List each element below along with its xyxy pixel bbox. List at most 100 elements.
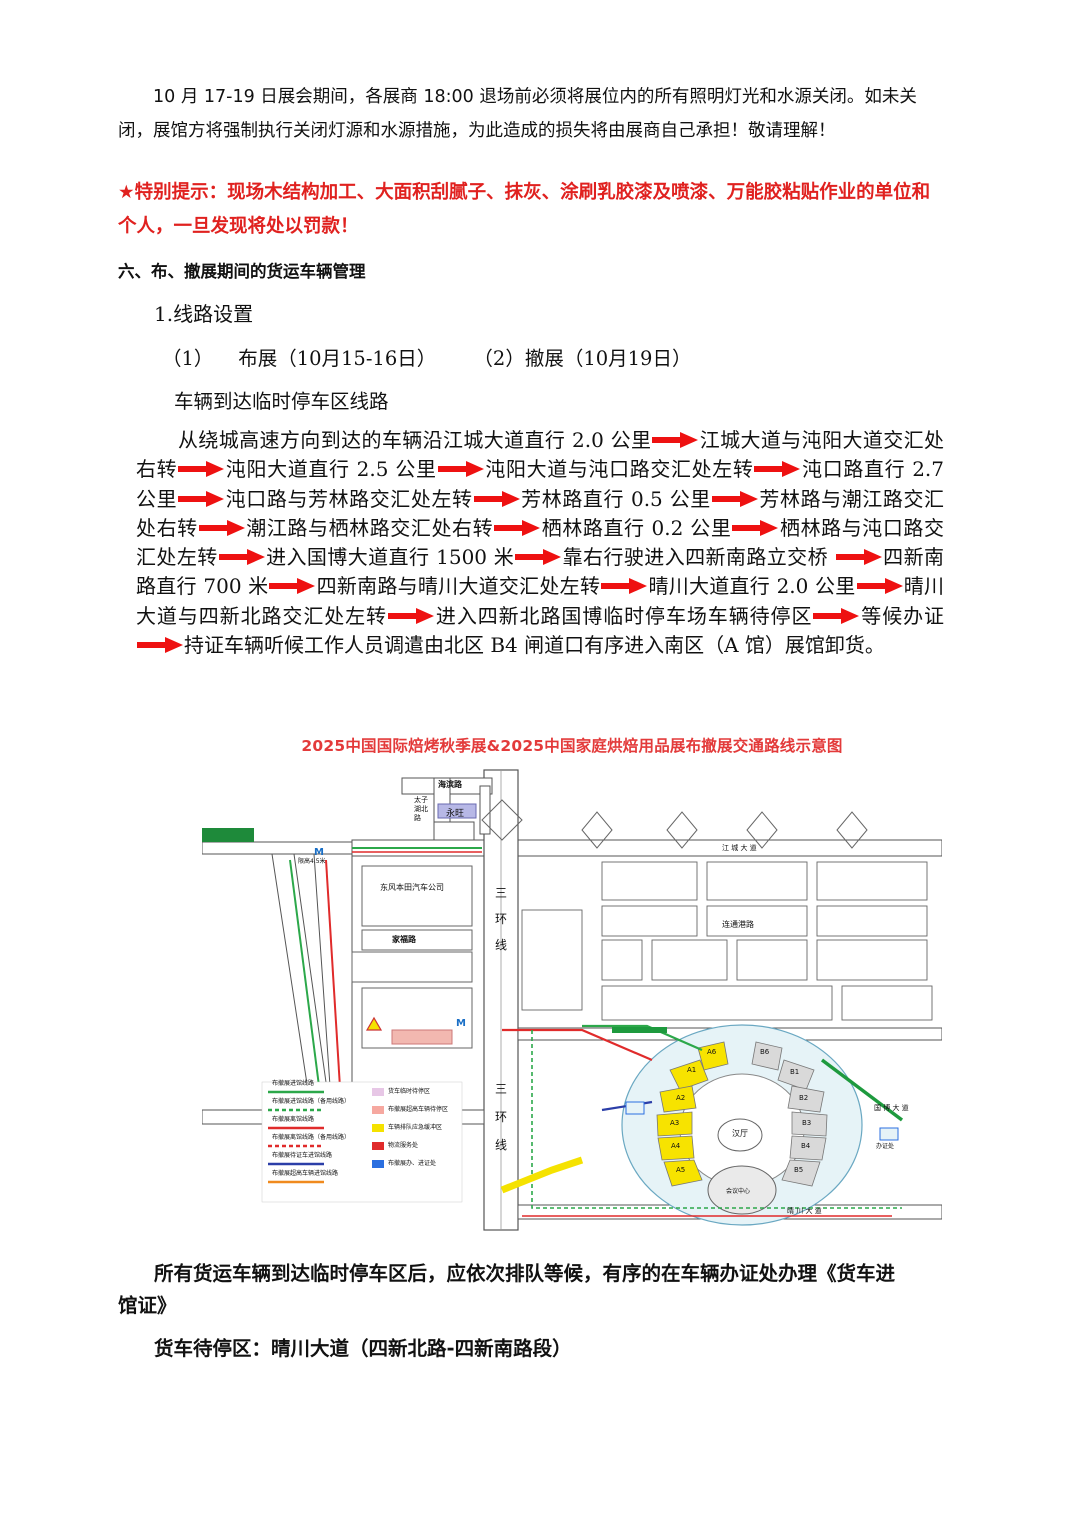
hall-label: A4: [671, 1142, 681, 1150]
map-label-dongfeng: 东风本田汽车公司: [380, 883, 444, 892]
hall-label: B6: [760, 1048, 770, 1056]
red-arrow-icon: [835, 549, 882, 566]
route-step: 进入国博大道直行 1500 米: [265, 545, 515, 570]
legend-label: 布撤展办、进证处: [388, 1160, 437, 1167]
route-step: 芳林路直行 0.5 公里: [520, 486, 711, 511]
red-arrow-icon: [813, 607, 860, 624]
map-label-limit: 限高4.5米: [298, 858, 326, 865]
route-step: 栖林路直行 0.2 公里: [541, 515, 732, 540]
red-arrow-icon: [218, 549, 265, 566]
waiting-area: 货车待停区：晴川大道（四新北路-四新南路段）: [154, 1337, 572, 1360]
map-label-third-ring-south: 环: [494, 1110, 507, 1124]
legend-label: 布撤展超高车辆进馆线路: [272, 1170, 339, 1177]
hall-label: B4: [801, 1142, 811, 1150]
legend-label: 车辆排队应急缓冲区: [388, 1124, 443, 1131]
legend-label: 物流服务处: [388, 1142, 419, 1149]
legend-swatch: [372, 1088, 384, 1096]
red-arrow-icon: [856, 578, 903, 595]
route-step: 沌阳大道与沌口路交汇处左转: [484, 457, 754, 482]
red-arrow-icon: [387, 607, 434, 624]
route-step: 持证车辆听候工作人员调遣由北区 B4 闸道口有序进入南区（A 馆）展馆卸货。: [184, 633, 885, 658]
map-label-lianhe: 连通港路: [722, 920, 754, 929]
route-step: 四新南路直行 700 米: [136, 545, 945, 599]
map-label-yongwang: 永旺: [446, 809, 465, 819]
route-step: 晴川大道与四新北路交汇处左转: [136, 574, 945, 628]
phase-dates: （1） 布展（10月15-16日） （2）撤展（10月19日）: [162, 347, 692, 370]
map-label-third-ring: 线: [494, 938, 507, 952]
route-step: 江城大道与沌阳大道交汇处右转: [136, 428, 944, 482]
legend-swatch: [372, 1124, 384, 1132]
route-step: 进入四新北路国博临时停车场车辆待停区: [434, 603, 813, 628]
route-step: 等候办证: [860, 603, 945, 628]
legend-swatch: [372, 1142, 384, 1150]
legend-label: 布撤展待证车进馆线路: [272, 1152, 333, 1159]
hall-label: B2: [799, 1094, 809, 1102]
map-label-taizi: 太子湖北路: [414, 796, 428, 822]
route-step: 芳林路与潮江路交汇处右转: [136, 486, 945, 540]
hall-label: A1: [687, 1066, 697, 1074]
map-label-third-ring-south: 三: [494, 1082, 507, 1096]
queue-instruction: 所有货运车辆到达临时停车区后，应依次排队等候，有序的在车辆办证处办理《货车进馆证…: [118, 1262, 896, 1317]
map-title: 2025中国国际焙烤秋季展&2025中国家庭烘焙用品展布撤展交通路线示意图: [301, 737, 843, 755]
route-step: 从绕城高速方向到达的车辆沿江城大道直行 2.0 公里: [178, 428, 652, 452]
legend-label: 货车临时待停区: [388, 1088, 431, 1095]
route-step: 四新南路与晴川大道交汇处左转: [316, 574, 601, 599]
traffic-route-map: 2025中国国际焙烤秋季展&2025中国家庭烘焙用品展布撤展交通路线示意图: [202, 730, 942, 1235]
route-step: 潮江路与栖林路交汇处右转: [245, 515, 494, 540]
map-label-jiafu: 家福路: [392, 935, 416, 944]
red-arrow-icon: [473, 490, 520, 507]
map-label-third-ring: 环: [494, 912, 507, 926]
hall-label: A5: [676, 1166, 686, 1174]
legend-swatch: [372, 1106, 384, 1114]
map-label-qingchuan: 晴 川 大 道: [787, 1207, 822, 1215]
legend-label: 布撤展进馆线路（备用线路）: [272, 1098, 351, 1105]
map-label-badge: 办证处: [876, 1143, 895, 1150]
red-arrow-icon: [198, 519, 245, 536]
special-warning: ★特别提示：现场木结构加工、大面积刮腻子、抹灰、涂刷乳胶漆及喷漆、万能胶粘贴作业…: [118, 182, 931, 237]
hall-label: B3: [802, 1119, 812, 1127]
legend-label: 布撤展超高车辆待停区: [388, 1106, 449, 1113]
hall-label: A3: [670, 1119, 680, 1127]
closing-notice: 10 月 17-19 日展会期间，各展商 18:00 退场前必须将展位内的所有照…: [118, 87, 917, 141]
route-description: 从绕城高速方向到达的车辆沿江城大道直行 2.0 公里江城大道与沌阳大道交汇处右转…: [136, 426, 944, 660]
hall-label: A2: [676, 1094, 686, 1102]
metro-icon: M: [456, 1018, 466, 1029]
route-title: 车辆到达临时停车区线路: [174, 390, 389, 413]
section-heading: 六、布、撤展期间的货运车辆管理: [118, 262, 366, 281]
map-label-third-ring-south: 线: [494, 1138, 507, 1152]
hall-label: B1: [790, 1068, 800, 1076]
map-label-hanxi: 海滨路: [438, 780, 462, 789]
route-step: 沌口路与芳林路交汇处左转: [225, 486, 473, 511]
route-step: 栖林路与沌口路交汇处左转: [136, 515, 945, 570]
route-step: 沌口路直行 2.7 公里: [136, 457, 945, 511]
red-arrow-icon: [515, 549, 562, 566]
red-arrow-icon: [137, 637, 183, 654]
map-label-hanting: 汉厅: [732, 1129, 748, 1138]
map-label-third-ring: 三: [494, 886, 507, 900]
red-arrow-icon: [178, 461, 225, 478]
red-arrow-icon: [178, 490, 225, 507]
red-arrow-icon: [269, 578, 316, 595]
legend-label: 布撤展离馆线路: [272, 1116, 315, 1123]
route-step: 晴川大道直行 2.0 公里: [648, 574, 856, 599]
red-arrow-icon: [652, 432, 699, 448]
red-arrow-icon: [711, 490, 758, 507]
map-drawing: [202, 769, 942, 1231]
route-step: 靠右行驶进入四新南路立交桥: [562, 545, 835, 570]
hall-label: A6: [707, 1048, 717, 1056]
map-label-jiangcheng: 江 城 大 道: [722, 844, 757, 852]
legend-label: 布撤展离馆线路（备用线路）: [272, 1134, 351, 1141]
map-label-center: 会议中心: [726, 1188, 751, 1195]
route-step: 沌阳大道直行 2.5 公里: [225, 457, 437, 482]
red-arrow-icon: [601, 578, 648, 595]
red-arrow-icon: [754, 461, 801, 478]
legend-swatch: [372, 1160, 384, 1168]
legend-label: 布撤展进馆线路: [272, 1080, 315, 1087]
hall-label: B5: [794, 1166, 804, 1174]
red-arrow-icon: [437, 461, 484, 478]
red-arrow-icon: [732, 519, 779, 536]
metro-icon: M: [314, 847, 324, 858]
red-arrow-icon: [494, 519, 541, 536]
subsection-title: 1.线路设置: [154, 302, 254, 326]
map-label-guobo: 国 博 大 道: [874, 1104, 909, 1112]
